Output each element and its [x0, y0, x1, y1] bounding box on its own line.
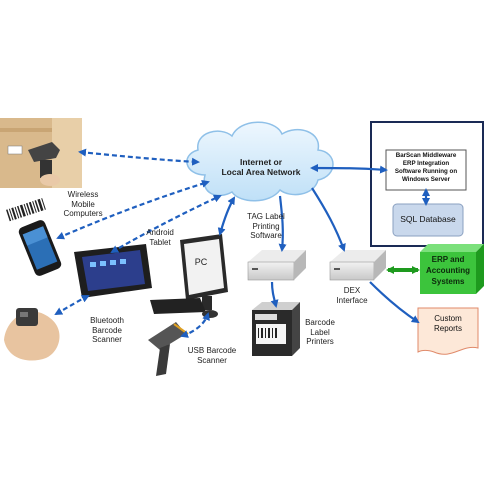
- usb-scanner-label: USB Barcode Scanner: [187, 346, 237, 365]
- pc-label: PC: [194, 257, 208, 267]
- arrow-tablet-to-network: [110, 194, 222, 254]
- wireless-computer-icon: [0, 118, 82, 188]
- arrow-dex-to-reports: [369, 281, 420, 324]
- dex-server-icon: [329, 250, 386, 281]
- database-label: SQL Database: [400, 214, 456, 224]
- wireless-mobile-label: Wireless Mobile Computers: [63, 190, 103, 218]
- dex-interface-label: DEX Interface: [336, 286, 368, 305]
- barcode-printers-label: Barcode Label Printers: [305, 318, 335, 346]
- arrow-network-to-tag: [278, 195, 287, 252]
- erp-label: ERP and Accounting Systems: [426, 255, 470, 286]
- reports-label: Custom Reports: [433, 314, 462, 333]
- tag-server-icon: [247, 250, 306, 281]
- tag-software-label: TAG Label Printing Software: [247, 212, 285, 240]
- network-label: Internet or Local Area Network: [221, 157, 301, 177]
- arrow-network-to-dex: [311, 187, 346, 252]
- android-tablet-label: Android Tablet: [146, 228, 174, 247]
- middleware-label: BarScan Middleware ERP Integration Softw…: [394, 152, 458, 183]
- arrow-network-to-server: [310, 164, 388, 174]
- network-cloud: [186, 121, 334, 202]
- bluetooth-scanner-label: Bluetooth Barcode Scanner: [90, 316, 124, 344]
- barcode-icon: [3, 196, 49, 223]
- bluetooth-scanner-icon: [4, 308, 60, 361]
- arrow-tag-to-printer: [270, 281, 279, 308]
- erp-box: [420, 244, 484, 294]
- label-printer-icon: [252, 302, 300, 356]
- arrow-pc-to-network: [217, 196, 236, 236]
- android-tablet-icon: [74, 244, 152, 298]
- arrow-ringscanner-to-tablet: [54, 295, 90, 315]
- smartphone-icon: [18, 220, 62, 276]
- server-box: [370, 121, 484, 247]
- arrow-wireless-to-network: [78, 148, 200, 166]
- reports-box: [417, 307, 479, 355]
- arrow-usbscanner-to-pc: [180, 312, 210, 338]
